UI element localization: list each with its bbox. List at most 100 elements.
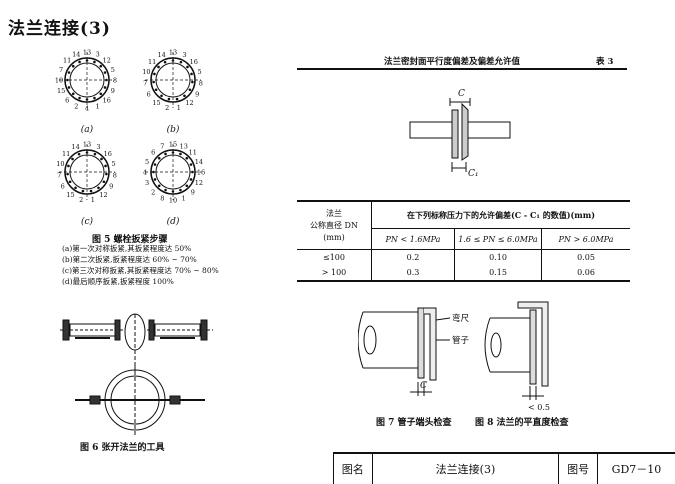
bolt-hole (85, 59, 89, 62)
bolt-hole (105, 172, 108, 176)
bolt-number: 11 (189, 149, 197, 157)
title-name-value: 法兰连接(3) (371, 454, 559, 484)
bolt-hole (93, 60, 96, 64)
figure-7-caption: 图 7 管子端头检查 (376, 418, 452, 428)
label-pipe: 管子 (452, 335, 470, 346)
bolt-number: 13 (83, 49, 91, 57)
bolt-hole (78, 60, 81, 64)
bolt-number: 14 (72, 51, 80, 59)
bolt-hole (67, 164, 70, 168)
bolt-number: 16 (190, 58, 198, 66)
bolt-number: 14 (71, 143, 79, 151)
figure-7-pipe-end-check: 弯尺 管子 C (358, 307, 470, 396)
note-b: (b)第二次扳紧,扳紧程度达 60% ~ 70% (62, 255, 197, 264)
bolt-hole (103, 86, 107, 89)
bolt-hole (93, 96, 96, 100)
bolt-hole (99, 64, 103, 68)
label-tolerance: < 0.5 (528, 403, 550, 412)
bolt-hole (71, 92, 75, 96)
bolt-hole (89, 189, 93, 193)
bolt-hole (188, 88, 192, 92)
bolt-hole (171, 151, 175, 154)
bolt-hole (105, 78, 108, 82)
bolt-hole (97, 186, 100, 190)
bolt-hole (85, 151, 89, 154)
bolt-number: 7 (57, 171, 61, 179)
figure-8-caption: 图 8 法兰的平直度检查 (475, 418, 569, 428)
tolerance-table: 法兰 公称直径 DN (mm) 在下列标称压力下的允许偏差(C - C₁ 的数值… (297, 200, 630, 282)
bolt-hole (164, 152, 167, 156)
bolt-number: 9 (191, 188, 195, 196)
bolt-hole (179, 152, 182, 156)
bolt-hole (163, 60, 167, 64)
bolt-number: 5 (145, 158, 149, 166)
figure-6-flange-tool (60, 313, 213, 435)
bolt-number: 8 (113, 77, 117, 85)
bolt-hole (67, 71, 71, 74)
bolt-hole (153, 178, 157, 181)
figure-5-caption: 图 5 螺栓扳紧步骤 (92, 235, 168, 245)
title-name-label: 图名 (333, 454, 372, 484)
bolt-number: 15 (66, 191, 74, 199)
bolt-hole (78, 96, 81, 100)
bolt-hole (77, 152, 81, 156)
bolt-number: 12 (185, 99, 193, 107)
bolt-number: 1 (96, 102, 100, 110)
bolt-number: 2 (79, 196, 83, 204)
bolt-hole (175, 97, 179, 101)
bolt-hole (68, 180, 72, 184)
bolt-hole (81, 189, 85, 193)
bolt-hole (183, 94, 186, 98)
sub-header-low: PN < 1.6MPa (371, 228, 455, 250)
bolt-hole (103, 71, 107, 74)
bolt-hole (93, 152, 97, 156)
bolt-number: 12 (195, 179, 203, 187)
bolt-hole (164, 188, 167, 192)
label-ruler: 弯尺 (452, 313, 470, 324)
bolt-hole (71, 157, 74, 161)
bolt-hole (66, 78, 69, 82)
bolt-number: 8 (199, 79, 203, 87)
bolt-hole (191, 170, 194, 174)
diagram-label-c: C (458, 89, 465, 99)
bolt-number: 3 (96, 51, 100, 59)
note-a: (a)第一次对称扳紧,其扳紧程度达 50% (62, 244, 192, 253)
bolt-hole (179, 188, 182, 192)
bolt-hole (179, 60, 183, 64)
table-row: ≤100 0.2 0.10 0.05 (297, 249, 630, 265)
bolt-number: 8 (160, 194, 164, 202)
bolt-number: 16 (104, 150, 112, 158)
bolt-number: 10 (142, 68, 150, 76)
bolt-hole (67, 86, 71, 89)
bolt-number: 1 (91, 196, 95, 204)
bolt-hole (167, 97, 171, 101)
bolt-number: 3 (182, 51, 186, 59)
bolt-number: 11 (148, 58, 156, 66)
drawing-title-bar: 图名 法兰连接(3) 图号 GD7－10 (333, 452, 675, 484)
bolt-hole (160, 94, 163, 98)
figure-5-notes: (a)第一次对称扳紧,其扳紧程度达 50% (b)第二次扳紧,扳紧程度达 60%… (62, 243, 219, 287)
bolt-hole (189, 178, 193, 181)
bolt-number: 13 (169, 49, 177, 57)
bolt-number: 9 (195, 91, 199, 99)
table-top-rule (297, 68, 627, 70)
sub-header-high: PN > 6.0MPa (541, 228, 630, 250)
bolt-hole (190, 72, 193, 76)
bolt-number: 6 (147, 91, 151, 99)
table-title: 法兰密封面平行度偏差及偏差允许值 (384, 57, 521, 67)
sub-label-b: (b) (167, 124, 180, 135)
diagram-label-c1: C₁ (468, 169, 479, 179)
bolt-number: 2 (165, 104, 169, 112)
title-number-label: 图号 (558, 454, 597, 484)
bolt-number: 3 (96, 143, 100, 151)
bolt-number: 4 (143, 169, 147, 177)
bolt-hole (152, 170, 155, 174)
bolt-number: 1 (182, 194, 186, 202)
bolt-hole (171, 59, 175, 62)
bolt-hole (171, 190, 175, 193)
bolt-number: 13 (83, 141, 91, 149)
col-dn-header: 法兰 公称直径 DN (mm) (310, 208, 358, 242)
